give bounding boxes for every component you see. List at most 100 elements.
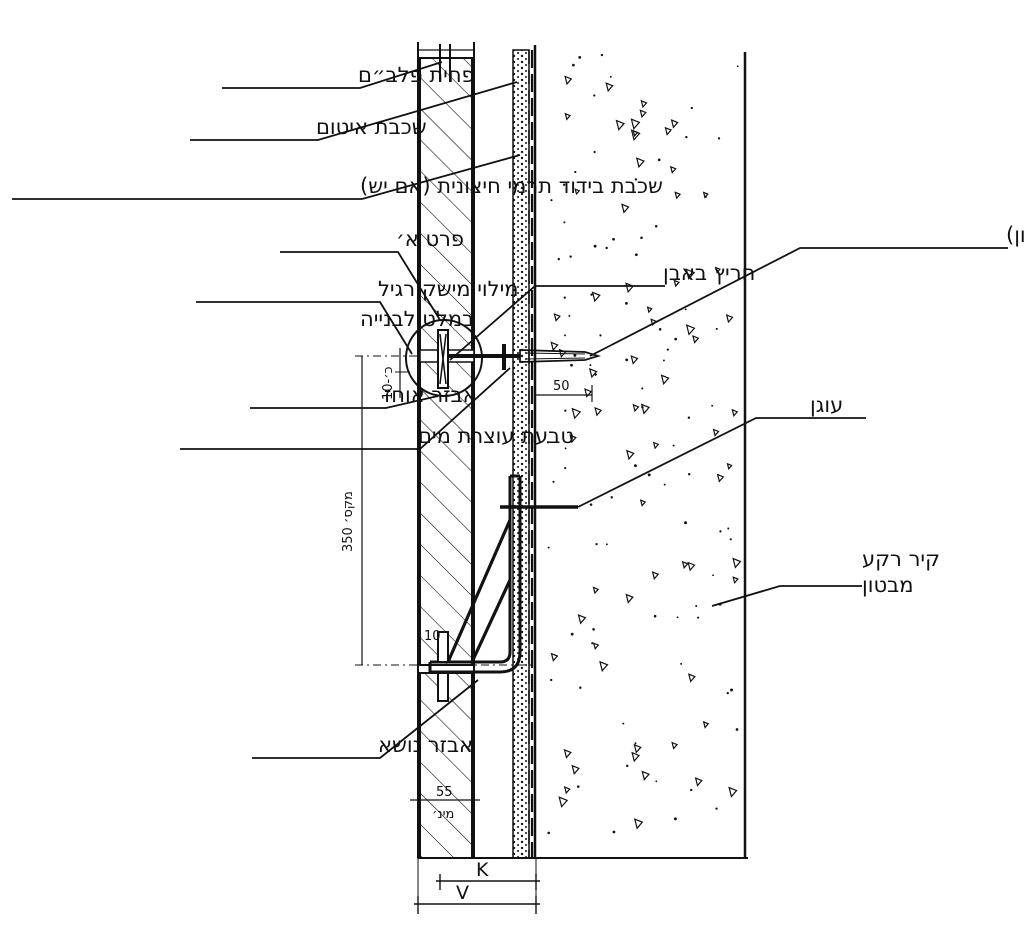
aggregate-triangle bbox=[592, 642, 600, 650]
aggregate-dot bbox=[674, 337, 678, 341]
aggregate-triangle bbox=[571, 407, 582, 420]
aggregate-triangle bbox=[732, 576, 739, 584]
label-polyamide-dowel: מיתד פוליאמיד (ניילון) bbox=[1006, 223, 1024, 247]
aggregate-triangle bbox=[577, 614, 587, 625]
aggregate-dot bbox=[654, 224, 658, 228]
aggregate-triangle bbox=[558, 796, 569, 808]
aggregate-dot bbox=[552, 480, 555, 483]
aggregate-dot bbox=[687, 472, 691, 476]
aggregate-triangle bbox=[633, 743, 642, 754]
aggregate-triangle bbox=[674, 191, 682, 200]
aggregate-triangle bbox=[670, 119, 679, 129]
aggregate-dot bbox=[736, 65, 739, 68]
aggregate-triangle bbox=[569, 434, 577, 444]
aggregate-triangle bbox=[687, 673, 696, 683]
label-waterproofing: שכבת איטום bbox=[316, 115, 427, 139]
aggregate-triangle bbox=[630, 355, 639, 365]
aggregate-triangle bbox=[651, 571, 660, 581]
aggregate-dot bbox=[717, 137, 721, 140]
aggregate-dot bbox=[719, 530, 722, 533]
aggregate-dot bbox=[711, 404, 714, 407]
label-thermal-insulation: שכבת בידוד תרמי חיצונית (אם יש) bbox=[360, 174, 663, 198]
aggregate-dot bbox=[578, 55, 582, 59]
aggregate-dot bbox=[641, 387, 644, 390]
aggregate-dot bbox=[730, 688, 733, 692]
aggregate-dot bbox=[564, 334, 566, 337]
aggregate-dot bbox=[625, 358, 629, 362]
aggregate-triangle bbox=[664, 126, 673, 136]
aggregate-dot bbox=[563, 296, 566, 299]
aggregate-triangle bbox=[594, 406, 603, 417]
aggregate-triangle bbox=[660, 374, 670, 386]
dim-10-approx: 10-כ׳ bbox=[381, 366, 396, 400]
label-water-stop-ring: טבעת עוצרת מים bbox=[418, 424, 574, 448]
aggregate-dot bbox=[653, 614, 657, 618]
aggregate-dot bbox=[712, 574, 714, 577]
aggregate-dot bbox=[574, 170, 577, 174]
aggregate-triangle bbox=[687, 561, 696, 572]
insulation-layer bbox=[512, 49, 534, 859]
aggregate-triangle bbox=[640, 99, 648, 109]
aggregate-dot bbox=[572, 63, 575, 67]
aggregate-triangle bbox=[563, 748, 572, 759]
aggregate-dot bbox=[605, 543, 608, 546]
aggregate-dot bbox=[672, 444, 675, 447]
aggregate-dot bbox=[593, 94, 596, 97]
aggregate-triangle bbox=[630, 129, 641, 142]
aggregate-dot bbox=[547, 831, 550, 835]
aggregate-dot bbox=[550, 678, 553, 682]
aggregate-triangle bbox=[635, 157, 645, 169]
aggregate-dot bbox=[663, 483, 666, 486]
aggregate-triangle bbox=[716, 473, 725, 483]
aggregate-triangle bbox=[731, 408, 739, 418]
label-back-wall-line1: קיר רקע bbox=[862, 547, 940, 571]
aggregate-dot bbox=[562, 183, 566, 186]
dim-55-min: מינ׳ bbox=[432, 807, 454, 822]
aggregate-dot bbox=[634, 178, 638, 181]
aggregate-dot bbox=[622, 722, 625, 725]
aggregate-dot bbox=[594, 373, 597, 376]
aggregate-triangle bbox=[571, 764, 580, 775]
aggregate-dot bbox=[704, 195, 707, 198]
aggregate-triangle bbox=[550, 341, 559, 352]
dim-v: V bbox=[456, 882, 469, 904]
aggregate-dot bbox=[735, 728, 739, 731]
aggregate-dot bbox=[680, 662, 683, 665]
concrete-wall bbox=[533, 45, 747, 858]
label-joint-fill-line2: במלט לבנייה bbox=[360, 307, 474, 331]
aggregate-dot bbox=[612, 237, 615, 241]
aggregate-dot bbox=[573, 353, 577, 357]
dim-k: K bbox=[476, 859, 489, 881]
label-steel-sheet: פחית פלב״ם bbox=[358, 63, 475, 87]
aggregate-triangle bbox=[702, 191, 709, 199]
label-back-wall-line2: מבטון bbox=[862, 573, 913, 597]
aggregate-dot bbox=[579, 686, 582, 690]
aggregate-triangle bbox=[652, 441, 660, 450]
aggregate-triangle bbox=[646, 306, 653, 314]
aggregate-dot bbox=[568, 314, 571, 317]
aggregate-dot bbox=[715, 327, 718, 330]
aggregate-dot bbox=[591, 642, 594, 645]
aggregate-triangle bbox=[615, 119, 626, 131]
aggregate-triangle bbox=[681, 560, 689, 570]
aggregate-dot bbox=[563, 221, 566, 224]
aggregate-dot bbox=[690, 788, 693, 792]
aggregate-triangle bbox=[574, 188, 581, 196]
aggregate-triangle bbox=[621, 203, 630, 214]
aggregate-dot bbox=[647, 473, 651, 477]
aggregate-dot bbox=[676, 616, 679, 619]
aggregate-triangle bbox=[692, 335, 700, 344]
aggregate-dot bbox=[690, 106, 693, 110]
aggregate-dot bbox=[592, 628, 595, 631]
aggregate-dot bbox=[589, 364, 592, 367]
aggregate-dot bbox=[564, 409, 567, 412]
leader-lines bbox=[12, 61, 1008, 759]
aggregate-dot bbox=[609, 75, 612, 78]
aggregate-dot bbox=[557, 257, 560, 261]
aggregate-dot bbox=[593, 150, 596, 154]
aggregate-triangle bbox=[714, 266, 721, 274]
aggregate-triangle bbox=[726, 462, 733, 471]
aggregate-dot bbox=[624, 301, 628, 305]
aggregate-triangle bbox=[640, 403, 651, 415]
label-stone-groove: חריץ באבן bbox=[663, 261, 755, 285]
